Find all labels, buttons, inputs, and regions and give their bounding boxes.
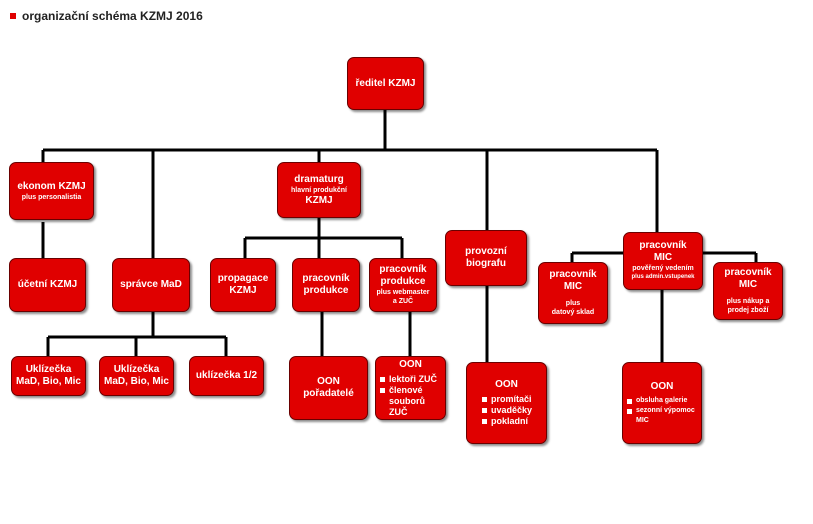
box-mic-main-line2: MIC <box>653 252 673 263</box>
box-mic-main: pracovník MIC pověřený vedením plus admi… <box>623 232 703 290</box>
box-mic-left: pracovník MIC plus datový sklad <box>538 262 608 324</box>
box-ucetni: účetní KZMJ <box>9 258 86 312</box>
box-ekonom: ekonom KZMJ plus personalistia <box>9 162 94 220</box>
box-oon-poradatele: OON pořadatelé <box>289 356 368 420</box>
box-spravce: správce MaD <box>112 258 190 312</box>
box-mic-main-line1: pracovník <box>639 240 687 251</box>
box-oon-bio-list: promítači uvaděčky pokladní <box>481 394 532 427</box>
title-text: organizační schéma KZMJ 2016 <box>22 9 203 23</box>
box-uklizecka1-line1: Uklízečka <box>25 364 72 375</box>
box-oon-zuc-list: lektoři ZUČ členové souborů ZUČ <box>379 374 442 418</box>
list-item: lektoři ZUČ <box>379 374 442 385</box>
box-uklizecka1-line2: MaD, Bio, Mic <box>15 376 81 387</box>
box-mic-main-sub1: pověřený vedením <box>632 265 694 272</box>
box-mic-main-sub2: plus admin.vstupenek <box>631 274 695 280</box>
box-propagace: propagace KZMJ <box>210 258 276 312</box>
box-propagace-line2: KZMJ <box>229 285 257 296</box>
box-produkce2-line2: produkce <box>380 276 426 287</box>
page-title: organizační schéma KZMJ 2016 <box>10 9 203 23</box>
box-oon-zuc-title: OON <box>399 358 422 370</box>
box-oon-bio: OON promítači uvaděčky pokladní <box>466 362 547 444</box>
box-dramaturg-line1: dramaturg <box>294 173 344 185</box>
box-reditel-label: ředitel KZMJ <box>355 77 416 89</box>
box-produkce1-line1: pracovník <box>302 273 350 284</box>
list-item: členové souborů ZUČ <box>379 385 442 418</box>
box-ekonom-label: ekonom KZMJ <box>17 180 86 192</box>
box-produkce1: pracovník produkce <box>292 258 360 312</box>
box-produkce1-line2: produkce <box>303 285 349 296</box>
box-produkce2-sub2: a ZUČ <box>392 298 414 305</box>
box-dramaturg-sub: hlavní produkční <box>290 186 347 194</box>
box-uklizecka2: Uklízečka MaD, Bio, Mic <box>99 356 174 396</box>
box-mic-right-sub2: prodej zboží <box>727 307 769 314</box>
box-oon-poradatele-line2: pořadatelé <box>303 388 354 399</box>
box-uklizecka2-line1: Uklízečka <box>113 364 160 375</box>
list-item: obsluha galerie <box>626 396 698 406</box>
box-uklizecka2-line2: MaD, Bio, Mic <box>103 376 169 387</box>
box-ekonom-sub: plus personalistia <box>21 193 82 201</box>
box-mic-right: pracovník MIC plus nákup a prodej zboží <box>713 262 783 320</box>
box-mic-left-sub1: plus <box>565 300 581 307</box>
box-oon-mic-title: OON <box>650 380 674 392</box>
box-mic-right-label: pracovník MIC <box>724 267 772 290</box>
box-produkce2: pracovník produkce plus webmaster a ZUČ <box>369 258 437 312</box>
box-oon-mic: OON obsluha galerie sezonní výpomoc MIC <box>622 362 702 444</box>
title-bullet-icon <box>10 13 16 19</box>
box-provozni-line1: provozní <box>465 246 507 257</box>
box-produkce2-line1: pracovník <box>379 264 427 275</box>
box-spravce-label: správce MaD <box>120 279 182 290</box>
list-item: sezonní výpomoc MIC <box>626 406 698 426</box>
box-oon-bio-title: OON <box>495 379 518 390</box>
box-provozni-line2: biografu <box>466 258 506 269</box>
box-uklizecka3-label: uklízečka 1/2 <box>195 370 258 381</box>
box-oon-mic-list: obsluha galerie sezonní výpomoc MIC <box>626 396 698 426</box>
box-reditel: ředitel KZMJ <box>347 57 424 110</box>
box-dramaturg-line2: KZMJ <box>305 194 333 206</box>
list-item: pokladní <box>481 416 532 427</box>
box-dramaturg: dramaturg hlavní produkční KZMJ <box>277 162 361 218</box>
box-ucetni-label: účetní KZMJ <box>17 279 78 290</box>
box-uklizecka3: uklízečka 1/2 <box>189 356 264 396</box>
box-produkce2-sub1: plus webmaster <box>376 289 430 296</box>
list-item: promítači <box>481 394 532 405</box>
box-mic-left-sub2: datový sklad <box>551 309 595 316</box>
box-mic-right-sub1: plus nákup a <box>726 298 770 305</box>
box-provozni: provozní biografu <box>445 230 527 286</box>
box-oon-poradatele-line1: OON <box>317 376 340 387</box>
box-oon-zuc: OON lektoři ZUČ členové souborů ZUČ <box>375 356 446 420</box>
box-uklizecka1: Uklízečka MaD, Bio, Mic <box>11 356 86 396</box>
list-item: uvaděčky <box>481 405 532 416</box>
box-propagace-line1: propagace <box>217 273 269 284</box>
box-mic-left-label: pracovník MIC <box>549 269 597 292</box>
